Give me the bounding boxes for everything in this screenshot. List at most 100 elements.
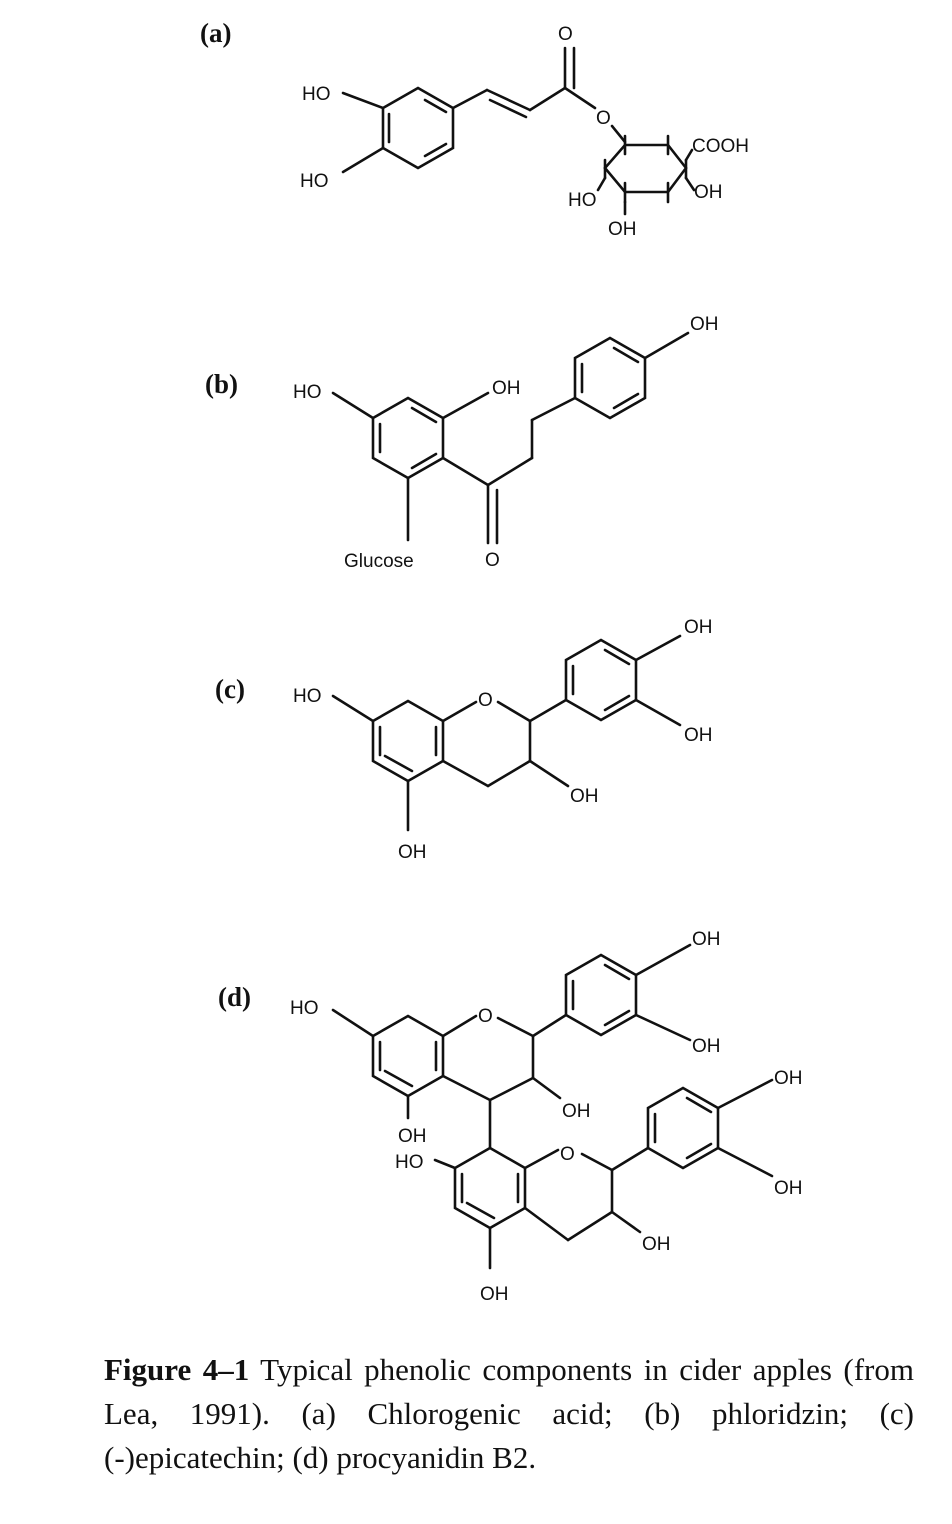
bond <box>610 1146 650 1172</box>
oh-label: OH <box>694 182 723 203</box>
oh-label: OH <box>642 1234 671 1255</box>
structure-chlorogenic-acid: (a) HO HO O O COOH OH HO OH <box>200 18 749 240</box>
bond <box>441 1074 492 1102</box>
ring-double-bond <box>603 963 631 981</box>
quinic-ring <box>603 143 688 194</box>
glucose-label: Glucose <box>344 551 414 572</box>
aromatic-ring-b <box>564 638 638 722</box>
bond <box>596 176 607 192</box>
ring-double-bond <box>423 142 448 158</box>
bond <box>441 456 490 487</box>
panel-label-d: (d) <box>218 982 251 1012</box>
ho-label: HO <box>568 190 597 211</box>
bond <box>634 943 692 977</box>
ring-double-bond <box>603 694 631 712</box>
ring-double-bond <box>423 98 448 114</box>
ring-double-bond <box>603 1009 631 1027</box>
bond <box>486 456 534 487</box>
panel-label-c: (c) <box>215 674 245 704</box>
bond <box>331 391 375 420</box>
ho-label: HO <box>302 84 331 105</box>
bond <box>496 1016 535 1038</box>
bond <box>451 88 489 110</box>
aromatic-ring-b-upper <box>564 953 638 1037</box>
aromatic-ring-b-lower <box>646 1086 720 1170</box>
oh-label: OH <box>692 929 721 950</box>
bond <box>485 88 532 112</box>
bond <box>610 1210 642 1234</box>
o-label: O <box>560 1144 575 1165</box>
bond <box>716 1078 774 1110</box>
bond <box>634 634 682 662</box>
structure-epicatechin: (c) HO OH O OH OH OH <box>215 617 713 863</box>
bond <box>531 1013 568 1038</box>
oh-label: OH <box>692 1036 721 1057</box>
o-label: O <box>478 1006 493 1027</box>
bond <box>441 759 490 788</box>
oh-label: OH <box>398 1126 427 1147</box>
oh-label: OH <box>398 842 427 863</box>
bond <box>684 148 694 162</box>
oh-label: OH <box>570 786 599 807</box>
bond <box>634 1013 692 1042</box>
bond <box>341 146 385 174</box>
figure-caption: Figure 4–1 Typical phenolic components i… <box>104 1348 914 1480</box>
panel-label-b: (b) <box>205 369 238 399</box>
bond <box>684 176 696 192</box>
bond <box>566 1210 614 1242</box>
ring-double-bond <box>685 1096 713 1114</box>
oh-label: OH <box>684 617 713 638</box>
ho-label: HO <box>395 1152 424 1173</box>
bond <box>643 331 690 360</box>
bond <box>531 1076 562 1100</box>
ho-label: HO <box>290 998 319 1019</box>
ring-double-bond <box>612 392 640 410</box>
aromatic-ring-b <box>573 336 647 420</box>
bond <box>523 1148 560 1170</box>
oh-label: OH <box>774 1068 803 1089</box>
oh-label: OH <box>492 378 521 399</box>
bond <box>634 698 682 727</box>
bond <box>488 1076 535 1102</box>
bond <box>441 391 490 420</box>
oh-label: OH <box>774 1178 803 1199</box>
ring-double-bond <box>383 754 414 773</box>
bond <box>530 396 577 422</box>
o-label: O <box>485 550 500 571</box>
ring-double-bond <box>383 1069 414 1088</box>
bond <box>580 1152 614 1172</box>
double-bond <box>488 98 528 119</box>
bond <box>528 698 568 723</box>
oh-label: OH <box>608 219 637 240</box>
cooh-label: COOH <box>692 136 749 157</box>
ho-label: HO <box>293 382 322 403</box>
structure-phloridzin: (b) HO OH Glucose O OH <box>205 314 719 572</box>
aromatic-ring-a <box>371 396 445 480</box>
ring-double-bond <box>465 1201 496 1220</box>
bond <box>441 1014 478 1038</box>
bond <box>331 1008 375 1038</box>
o-label: O <box>596 108 611 129</box>
oh-label: OH <box>480 1284 509 1305</box>
bond <box>528 86 567 112</box>
bond <box>441 700 478 723</box>
bond <box>716 1146 774 1178</box>
catechol-ring-a <box>381 86 455 170</box>
bond <box>563 86 597 110</box>
ring-double-bond <box>685 1142 713 1160</box>
ring-double-bond <box>612 346 640 364</box>
ring-double-bond <box>410 406 438 424</box>
panel-label-a: (a) <box>200 18 231 48</box>
bond <box>528 759 570 788</box>
ho-label: HO <box>300 171 329 192</box>
ho-label: HO <box>293 686 322 707</box>
o-label: O <box>558 24 573 45</box>
oh-label: OH <box>690 314 719 335</box>
structure-procyanidin-b2: (d) HO OH O OH OH OH H <box>218 929 803 1305</box>
bond <box>331 694 375 723</box>
ring-double-bond <box>603 648 631 666</box>
caption-label: Figure 4–1 <box>104 1352 250 1387</box>
bond <box>523 1206 570 1242</box>
